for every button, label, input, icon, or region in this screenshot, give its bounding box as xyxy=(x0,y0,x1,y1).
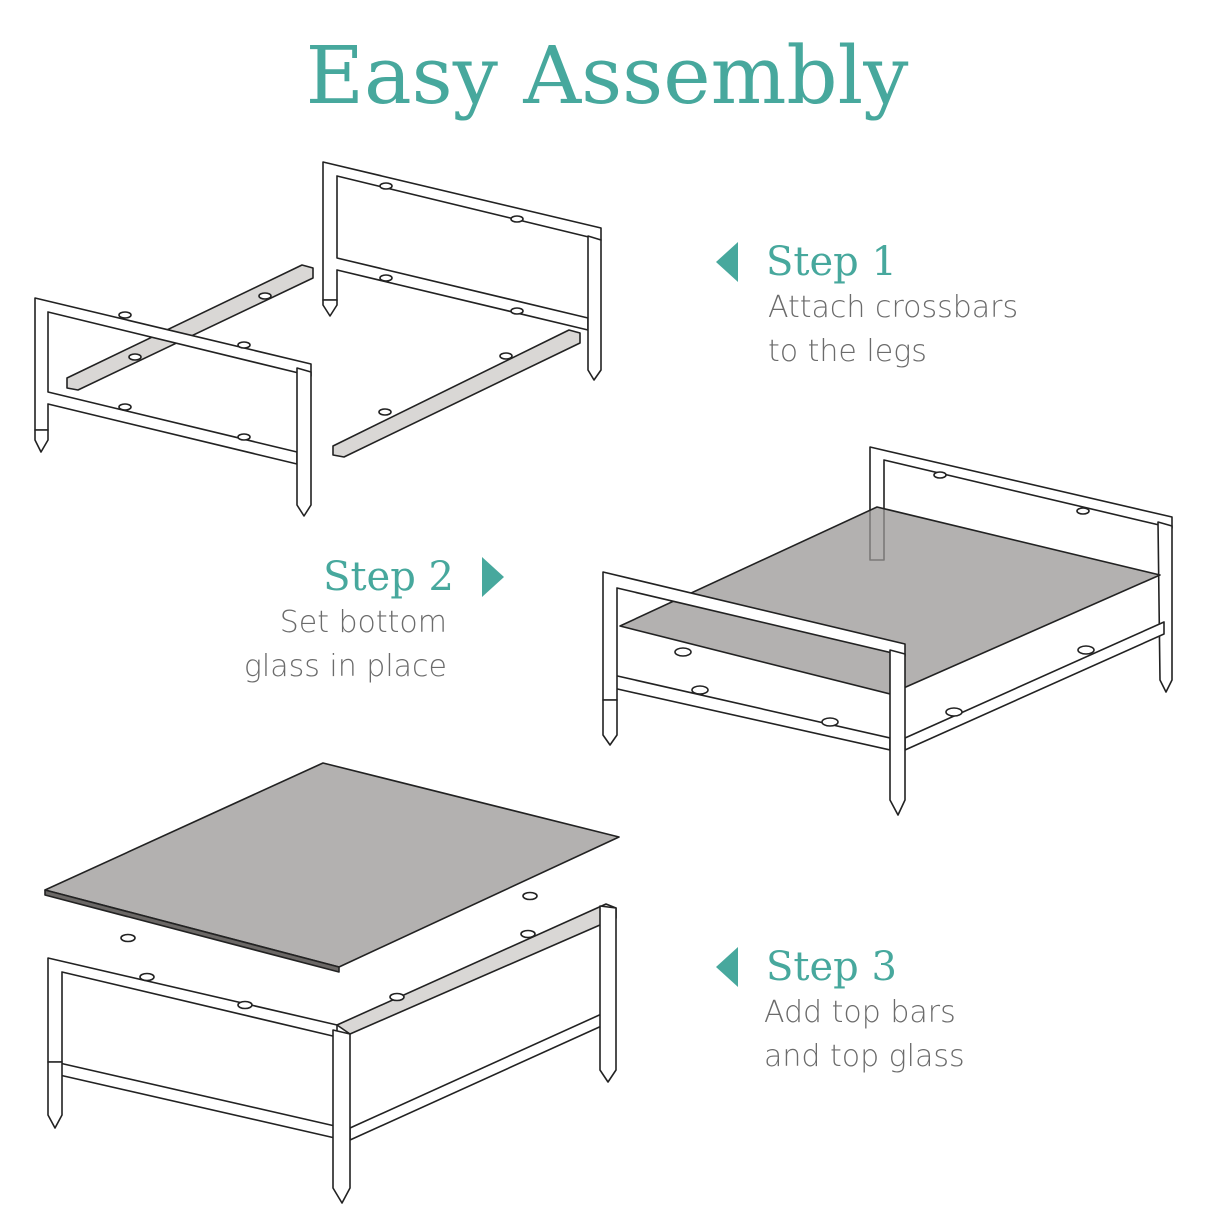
step-description-line: and top glass xyxy=(764,1039,965,1074)
step-1: Step 1 Attach crossbars to the legs xyxy=(716,240,1018,374)
left-triangle-icon xyxy=(716,947,738,987)
step-description-line: Set bottom xyxy=(279,605,447,640)
step-2: Step 2 Set bottom glass in place xyxy=(244,555,504,689)
right-triangle-icon xyxy=(482,557,504,597)
step-title: Step 3 xyxy=(766,944,897,990)
left-triangle-icon xyxy=(716,242,738,282)
step-title: Step 1 xyxy=(766,239,897,285)
step-description-line: Add top bars xyxy=(764,995,956,1030)
page-title: Easy Assembly xyxy=(305,29,909,122)
step-description: Add top bars and top glass xyxy=(764,991,965,1079)
step-description-line: glass in place xyxy=(243,649,447,684)
step-description: Set bottom glass in place xyxy=(244,601,447,689)
step-3: Step 3 Add top bars and top glass xyxy=(716,945,965,1079)
step-description-line: Attach crossbars xyxy=(768,290,1019,325)
step-description-line: to the legs xyxy=(768,334,927,369)
step-title: Step 2 xyxy=(323,554,454,600)
step-description: Attach crossbars to the legs xyxy=(768,286,1018,374)
